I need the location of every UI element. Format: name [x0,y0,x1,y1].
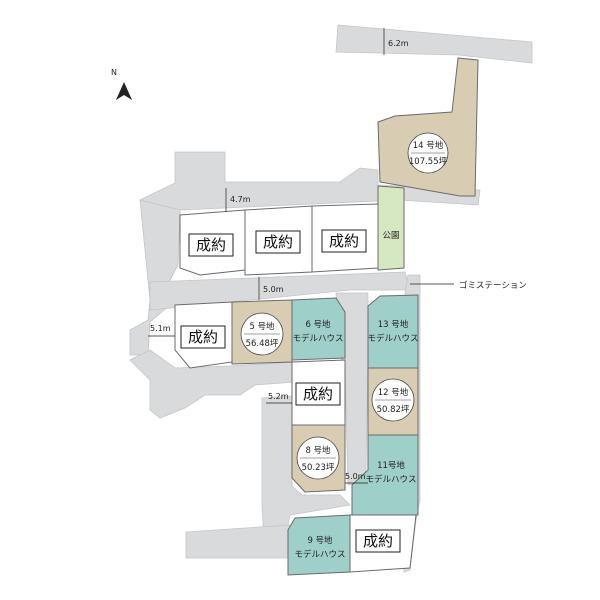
lot-14-label: 14 号地 107.55坪 [407,132,449,174]
dimensions: 6.2m 4.7m 5.0m 5.1m 5.2m 5.0m ゴミステーション [148,28,527,484]
sold-label-e: 成約 [303,385,333,403]
dim-south-road: 5.2m [268,392,289,401]
garbage-station-label: ゴミステーション [459,280,527,291]
dim-north-road: 6.2m [388,39,409,48]
sold-tag-d: 成約 [180,325,226,349]
lot-6-number: 6 号地 [305,319,331,330]
lot-6-label: 6 号地 モデルハウス [292,319,343,344]
sold-label-b: 成約 [263,233,293,251]
sold-tag-a: 成約 [188,233,234,257]
lot-5-label: 5 号地 56.48坪 [240,312,284,356]
sold-tag-e: 成約 [295,382,341,406]
north-road [335,24,533,64]
dim-east-road: 5.0m [345,472,366,481]
road-west-vertical [129,199,181,356]
lot-12-area: 50.82坪 [377,405,410,415]
lot-13-type: モデルハウス [367,333,418,344]
dim-left-road: 5.1m [150,324,171,333]
lot-5-area: 56.48坪 [246,339,279,349]
lot-14-area: 107.55坪 [409,157,448,167]
road-left-loop [129,349,296,419]
lot-6[interactable] [291,297,346,361]
lot-13[interactable] [367,294,419,369]
lot-12-label: 12 号地 50.82坪 [371,378,415,422]
sold-label-d: 成約 [188,328,218,346]
lot-11-type: モデルハウス [365,474,416,485]
lot-6-type: モデルハウス [292,333,343,344]
sold-label-a: 成約 [196,236,226,254]
lot-8-area: 50.23坪 [302,463,335,473]
lot-13-number: 13 号地 [378,319,409,330]
lot-8-number: 8 号地 [305,445,331,456]
north-arrow-icon: N [111,68,132,100]
road-south [185,524,291,559]
lot-14-number: 14 号地 [413,140,444,151]
lot-11-label: 11号地 モデルハウス [365,460,416,485]
sold-tag-c: 成約 [321,229,367,253]
compass-arrow [116,82,132,100]
dim-west-road: 4.7m [230,195,251,204]
sold-label-c: 成約 [329,232,359,250]
lot-9-type: モデルハウス [294,549,345,560]
lot-5-number: 5 号地 [249,321,275,332]
sold-tags: 成約 成約 成約 成約 成約 成約 [180,229,401,553]
lot-13-label: 13 号地 モデルハウス [367,319,418,344]
lot-11-number: 11号地 [377,460,405,471]
lot-9[interactable] [287,514,351,576]
dim-center-road: 5.0m [263,285,284,294]
lot-8-label: 8 号地 50.23坪 [296,436,340,480]
park-label: 公園 [382,231,399,241]
road-center-horizontal [149,271,411,311]
sold-tag-f: 成約 [355,529,401,553]
compass-label: N [111,68,117,77]
sold-tag-b: 成約 [255,230,301,254]
lot-14[interactable] [377,57,479,197]
lot-12-number: 12 号地 [378,387,409,398]
park-lot[interactable] [377,185,405,271]
lot-9-label: 9 号地 モデルハウス [294,535,345,560]
lot-9-number: 9 号地 [307,535,333,546]
sold-label-f: 成約 [363,532,393,550]
